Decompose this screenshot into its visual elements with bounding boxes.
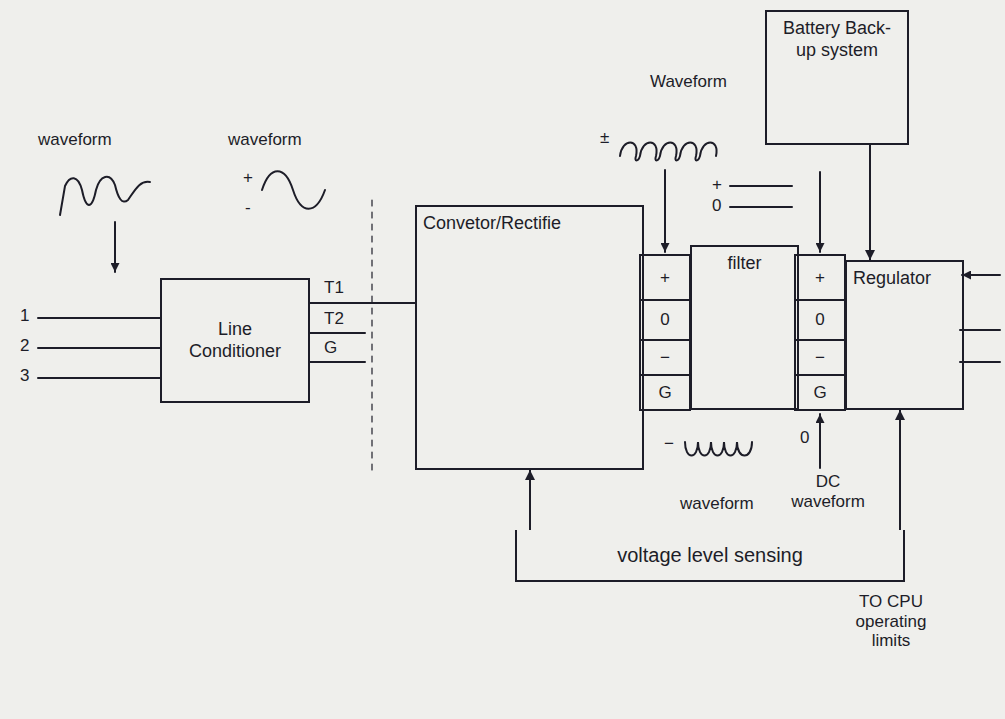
node-label: Line Conditioner <box>173 313 297 368</box>
sensing-bracket: voltage level sensing <box>515 530 905 582</box>
terminal-divider <box>795 339 845 341</box>
ripple-waveform <box>685 442 752 456</box>
annotation-label: − <box>664 434 674 454</box>
connector <box>529 470 531 530</box>
ac-coil-waveform <box>620 143 717 161</box>
dc-level-line <box>730 185 792 187</box>
output-line <box>310 361 365 363</box>
process-box: Regulator <box>845 260 964 410</box>
terminal-strip <box>640 255 690 410</box>
input-line <box>38 377 160 379</box>
annotation-label: + <box>712 175 722 195</box>
connector <box>799 299 845 301</box>
terminal-divider <box>640 339 690 341</box>
annotation-label: waveform <box>680 494 754 514</box>
terminal-label: 0 <box>640 300 690 340</box>
input-line <box>38 317 160 319</box>
process-box: Line Conditioner <box>160 278 310 403</box>
terminal-label: G <box>795 375 845 410</box>
battery-box: Battery Back-up system <box>765 10 909 145</box>
process-box: Convetor/Rectifie <box>415 205 644 470</box>
annotation-label: DC waveform <box>786 472 870 511</box>
terminal-label: 0 <box>795 300 845 340</box>
annotation-label: T1 <box>324 278 344 298</box>
terminal-divider <box>795 374 845 376</box>
node-label: Convetor/Rectifie <box>417 207 642 241</box>
terminal-label: − <box>795 340 845 375</box>
terminal-strip <box>795 255 845 410</box>
node-label: filter <box>692 247 797 281</box>
connector <box>899 410 901 530</box>
annotation-label: 1 <box>20 306 29 326</box>
process-box: filter <box>690 245 799 410</box>
terminal-divider <box>640 374 690 376</box>
output-line <box>310 332 365 334</box>
terminal-label: − <box>640 340 690 375</box>
distorted-waveform <box>60 177 150 215</box>
output-line <box>960 329 1000 331</box>
annotation-label: 2 <box>20 336 29 356</box>
sine-waveform <box>262 171 325 209</box>
dc-arrow <box>819 172 821 252</box>
annotation-label: Waveform <box>650 72 727 92</box>
annotation-label: TO CPU operating limits <box>835 592 947 651</box>
node-label: Battery Back-up system <box>767 12 907 67</box>
node-label: voltage level sensing <box>611 537 809 573</box>
input-line <box>38 347 160 349</box>
connector <box>869 145 871 260</box>
connector <box>310 302 415 304</box>
terminal-label: + <box>640 255 690 300</box>
dc-arrow <box>819 414 821 468</box>
node-label: Regulator <box>847 262 962 296</box>
terminal-label: + <box>795 255 845 300</box>
terminal-label: G <box>640 375 690 410</box>
output-line <box>960 361 1000 363</box>
dc-level-line <box>730 206 792 208</box>
annotation-label: ± <box>600 128 609 148</box>
annotation-label: waveform <box>38 130 112 150</box>
connector <box>644 299 690 301</box>
terminal-divider <box>640 299 690 301</box>
annotation-label: 0 <box>712 196 721 216</box>
annotation-label: G <box>324 338 337 358</box>
waveform-arrow <box>114 222 116 272</box>
annotation-label: T2 <box>324 309 344 329</box>
annotation-label: - <box>245 198 251 218</box>
annotation-label: 0 <box>800 428 809 448</box>
annotation-label: 3 <box>20 366 29 386</box>
annotation-label: waveform <box>228 130 302 150</box>
annotation-label: + <box>243 168 253 188</box>
waveform-arrow <box>664 170 666 252</box>
dashed-divider <box>371 200 372 470</box>
output-line <box>962 274 1000 276</box>
terminal-divider <box>795 299 845 301</box>
